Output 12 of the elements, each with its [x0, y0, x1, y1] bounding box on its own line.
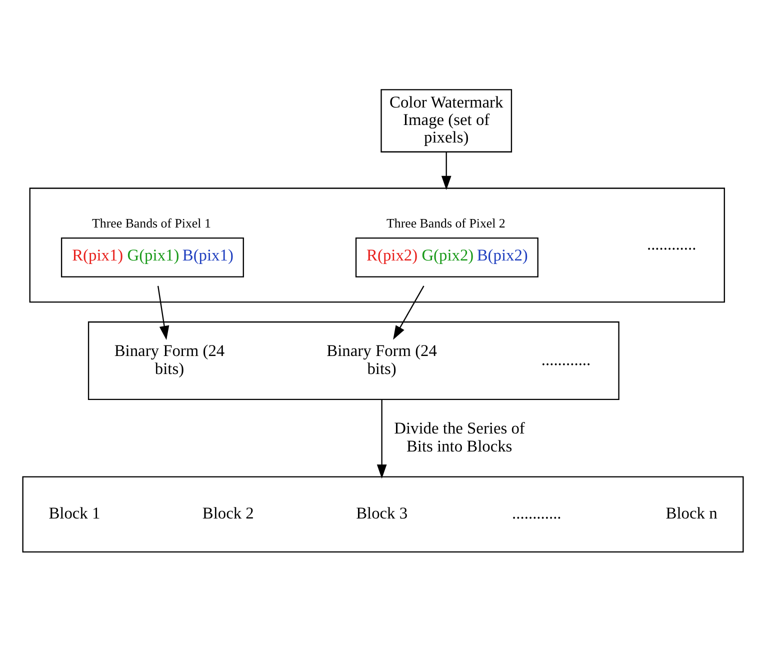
- node-text: Binary Form (24 bits): [114, 340, 225, 378]
- node-label: Three Bands of Pixel 1: [92, 216, 211, 230]
- label: ............: [512, 503, 562, 522]
- node-text: Block n: [666, 503, 718, 522]
- label: ............: [646, 234, 696, 253]
- node-text: Block 1: [48, 503, 100, 522]
- node-text: Block 2: [202, 503, 254, 522]
- node-text: Binary Form (24 bits): [326, 340, 437, 378]
- edge-label: Divide the Series of Bits into Blocks: [394, 418, 525, 455]
- node-label: Three Bands of Pixel 2: [386, 216, 506, 230]
- node-text: Block 3: [356, 503, 408, 522]
- label: ............: [541, 350, 591, 369]
